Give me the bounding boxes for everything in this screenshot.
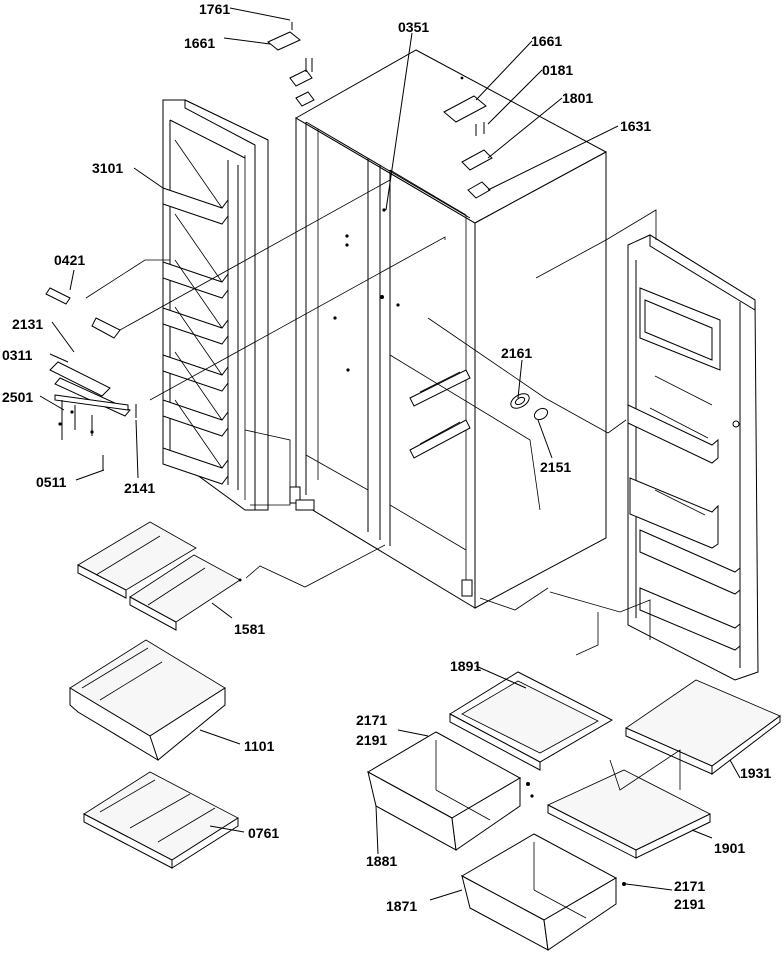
label-1871: 1871 — [386, 898, 417, 914]
label-2131: 2131 — [12, 316, 43, 332]
lower-crisper-drawer — [460, 833, 626, 951]
label-2191: 2191 — [674, 896, 705, 912]
freezer-basket — [69, 639, 226, 761]
label-1801: 1801 — [562, 90, 593, 106]
label-0511: 0511 — [36, 474, 67, 490]
door-closer-parts — [45, 287, 137, 470]
glass-shelf — [625, 679, 781, 776]
label-1661: 1661 — [184, 35, 215, 51]
label-0311: 0311 — [2, 347, 33, 363]
label-1581: 1581 — [234, 621, 265, 637]
label-2191: 2191 — [356, 732, 387, 748]
label-0761: 0761 — [248, 825, 279, 841]
label-1931: 1931 — [740, 765, 771, 781]
label-2151: 2151 — [540, 459, 571, 475]
assembly-leader-lines — [85, 179, 681, 791]
top-left-hinge-assembly — [267, 22, 315, 107]
label-0351: 0351 — [398, 19, 429, 35]
label-1101: 1101 — [244, 738, 275, 754]
label-1891: 1891 — [450, 658, 481, 674]
crisper-cover-frame — [448, 671, 614, 771]
label-1881: 1881 — [366, 853, 397, 869]
refrigerator-cabinet — [289, 49, 608, 609]
label-2501: 2501 — [2, 389, 33, 405]
callout-leaders — [39, 7, 741, 901]
label-1901: 1901 — [714, 840, 745, 856]
lower-crisper-cover — [547, 769, 711, 859]
label-3101: 3101 — [92, 160, 123, 176]
label-1661: 1661 — [531, 33, 562, 49]
freezer-shelf-pair — [77, 521, 242, 631]
freezer-door — [162, 99, 269, 511]
label-2171: 2171 — [356, 712, 387, 728]
dispenser-ring-parts — [510, 393, 549, 421]
label-1761: 1761 — [199, 1, 230, 17]
label-2161: 2161 — [501, 345, 532, 361]
fresh-food-door — [627, 234, 759, 681]
label-1631: 1631 — [620, 118, 651, 134]
label-0421: 0421 — [54, 252, 85, 268]
freezer-wire-shelf — [83, 771, 239, 869]
label-2141: 2141 — [124, 480, 155, 496]
part-number-labels: 1761 1661 0351 1661 0181 1801 1631 3101 … — [2, 1, 771, 914]
label-0181: 0181 — [542, 62, 573, 78]
top-right-hinge-assembly — [443, 76, 493, 199]
label-2171: 2171 — [674, 878, 705, 894]
upper-crisper-drawer — [366, 731, 534, 851]
